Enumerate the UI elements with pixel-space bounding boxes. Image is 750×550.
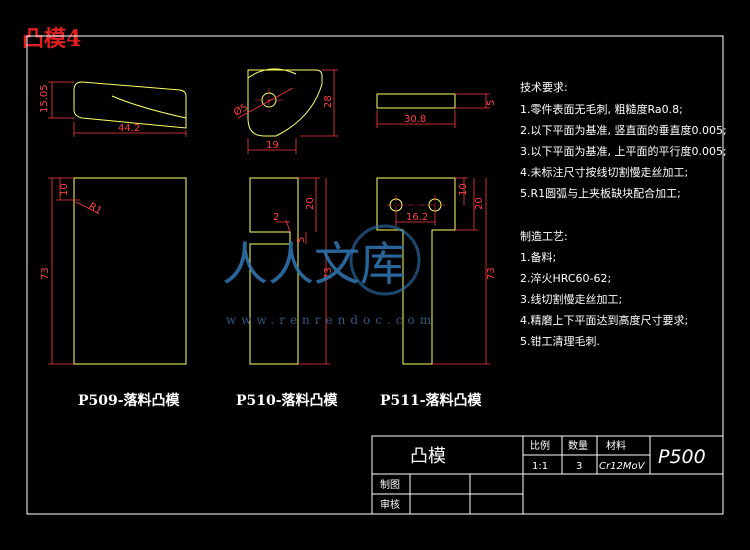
p511-dim-73: 73 [486,267,497,280]
process-item: 5.钳工清理毛刺. [520,335,600,348]
title-block-part-name: 凸模 [410,446,446,467]
p510-dim-hole: Ø5 [232,101,250,119]
p509-dim-73: 73 [40,267,51,280]
p510-dim-19: 19 [266,140,279,151]
tech-req-item: 5.R1圆弧与上夹板缺块配合加工; [520,186,681,200]
tech-req-item: 4.未标注尺寸按线切割慢走丝加工; [520,165,688,179]
title-block-scale-label: 比例 [530,439,550,452]
title-block-material-label: 材料 [606,439,626,452]
process-item: 2.淬火HRC60-62; [520,271,611,285]
p511-dim-20: 20 [474,197,485,210]
watermark: 人人文库 www.renrendoc.com [222,224,436,327]
p511-top-outline [376,93,456,109]
part-p509: 15.05 44.2 10 R1 73 [39,81,187,365]
p509-front-outline [73,177,187,365]
p510-front-outline [249,177,299,365]
title-block-qty: 3 [576,461,582,472]
p510-dim-73: 73 [323,267,334,280]
tech-req-item: 2.以下平面为基准, 竖直面的垂直度0.005; [520,123,727,137]
title-block: 凸模 比例 数量 材料 1:1 3 Cr12MoV P500 制图 审核 [371,435,724,515]
process-item: 1.备料; [520,250,556,264]
p511-dim-30-8: 30.8 [404,114,426,125]
caption-p509: P509-落料凸模 [78,392,181,409]
p509-dim-length: 44.2 [118,123,140,134]
p511-dim-5: 5 [486,100,497,106]
process-item: 3.线切割慢走丝加工; [520,292,622,306]
title-block-drawing-no: P500 [658,446,706,468]
p509-top-outline [73,81,187,129]
p510-dim-20: 20 [305,197,316,210]
p510-dim-28: 28 [323,95,334,108]
p509-dim-height: 15.05 [39,84,50,113]
title-block-qty-label: 数量 [568,439,588,452]
p509-dim-r1: R1 [87,201,104,217]
p510-dim-5: 5 [296,237,307,243]
process-heading: 制造工艺: [520,229,568,243]
tech-requirements: 技术要求: 1.零件表面无毛刺, 粗糙度Ra0.8; 2.以下平面为基准, 竖直… [520,81,727,200]
p510-dim-2: 2 [273,212,279,223]
watermark-url: www.renrendoc.com [226,313,436,327]
p511-dim-10: 10 [458,183,469,196]
p510-top-outline [247,69,323,137]
page-title: 凸模4 [22,26,82,52]
process-steps: 制造工艺: 1.备料; 2.淬火HRC60-62; 3.线切割慢走丝加工; 4.… [520,229,688,348]
tech-req-item: 3.以下平面为基准, 上平面的平行度0.005; [520,144,727,158]
p509-taper-line [111,95,187,119]
process-item: 4.精磨上下平面达到高度尺寸要求; [520,313,688,327]
watermark-logo: 人人文库 [222,237,406,291]
watermark-circle [349,224,421,296]
p511-dim-16-2: 16.2 [406,212,428,223]
title-block-material: Cr12MoV [599,461,646,472]
title-block-scale: 1:1 [532,461,548,472]
tech-req-heading: 技术要求: [520,81,568,94]
title-block-checked-label: 审核 [380,498,400,511]
p510-top-arc [247,68,297,79]
part-p511: 5 30.8 16.2 10 20 73 [376,93,497,365]
caption-p510: P510-落料凸模 [236,392,339,409]
title-block-drawn-label: 制图 [380,478,400,491]
tech-req-item: 1.零件表面无毛刺, 粗糙度Ra0.8; [520,102,683,116]
caption-p511: P511-落料凸模 [380,392,483,409]
p509-dim-10: 10 [59,183,70,196]
